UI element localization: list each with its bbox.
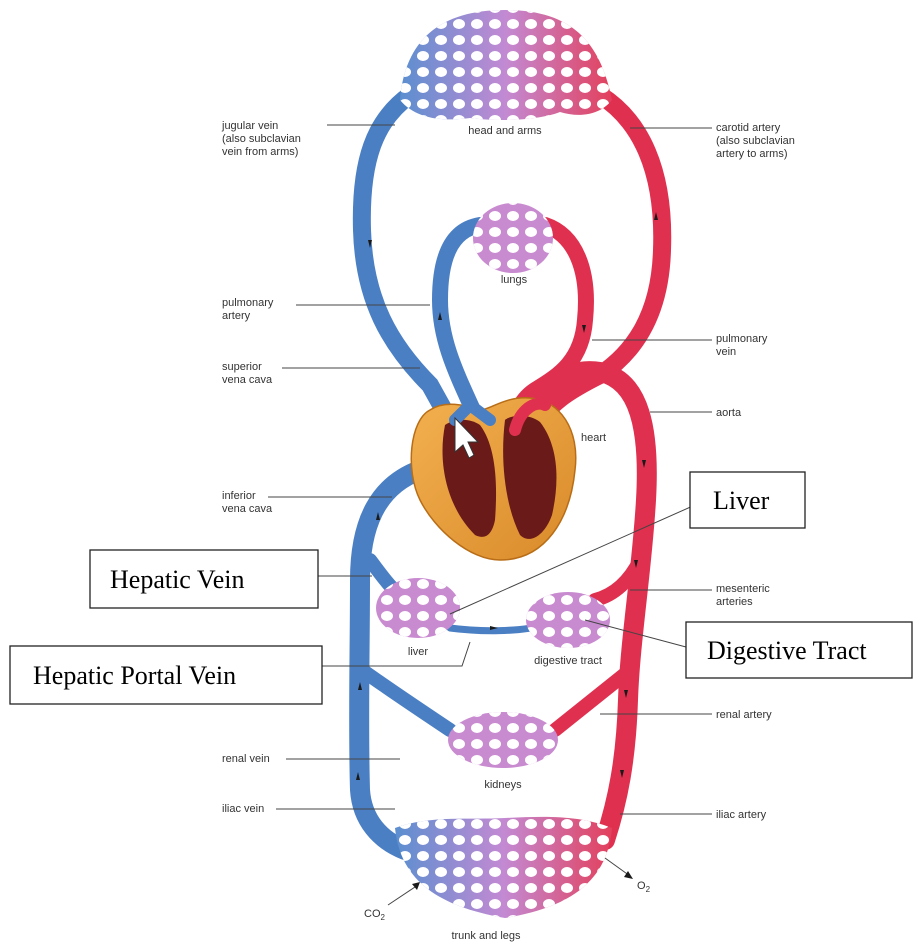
- digestive-tract-callout: Digestive Tract: [686, 622, 912, 678]
- hepatic-portal-vein-callout: Hepatic Portal Vein: [10, 646, 322, 704]
- heart: [411, 398, 575, 560]
- liver-callout: Liver: [690, 472, 805, 528]
- inferior-vena-cava-vessel: [359, 470, 420, 850]
- svg-text:Hepatic Portal Vein: Hepatic Portal Vein: [33, 661, 236, 690]
- svg-text:Liver: Liver: [713, 486, 770, 515]
- lungs-capillaries: [473, 203, 553, 273]
- iliac-artery-label: iliac artery: [716, 809, 767, 821]
- digestive-tract-label: digestive tract: [534, 655, 602, 667]
- svg-text:Digestive Tract: Digestive Tract: [707, 636, 867, 665]
- kidneys-capillaries: [448, 712, 558, 768]
- trunk-and-legs-label: trunk and legs: [451, 930, 521, 942]
- carotid-artery-label: carotid artery (also subclavian artery t…: [716, 122, 798, 160]
- co2-label: CO2: [364, 908, 386, 922]
- jugular-vein-label: jugular vein (also subclavian vein from …: [221, 120, 304, 158]
- trunk-and-legs-capillaries: [395, 817, 612, 918]
- inferior-vena-cava-label: inferior vena cava: [222, 490, 273, 515]
- kidneys-label: kidneys: [484, 779, 522, 791]
- renal-vein-label: renal vein: [222, 753, 270, 765]
- mesenteric-arteries-label: mesenteric arteries: [716, 583, 773, 608]
- aorta-label: aorta: [716, 407, 742, 419]
- head-and-arms-label: head and arms: [468, 125, 542, 137]
- iliac-vein-label: iliac vein: [222, 803, 264, 815]
- superior-vena-cava-label: superior vena cava: [222, 361, 273, 386]
- renal-artery-label: renal artery: [716, 709, 772, 721]
- head-and-arms-capillaries: [400, 10, 612, 120]
- pulmonary-vein-label: pulmonary vein: [716, 333, 770, 358]
- pulmonary-artery-label: pulmonary artery: [222, 297, 276, 322]
- digestive-tract-capillaries: [526, 592, 610, 648]
- svg-text:Hepatic Vein: Hepatic Vein: [110, 565, 245, 594]
- lungs-label: lungs: [501, 274, 528, 286]
- liver-label: liver: [408, 646, 429, 658]
- liver-capillaries: [376, 578, 460, 638]
- o2-label: O2: [637, 880, 651, 894]
- hepatic-vein-callout: Hepatic Vein: [90, 550, 318, 608]
- heart-label: heart: [581, 432, 606, 444]
